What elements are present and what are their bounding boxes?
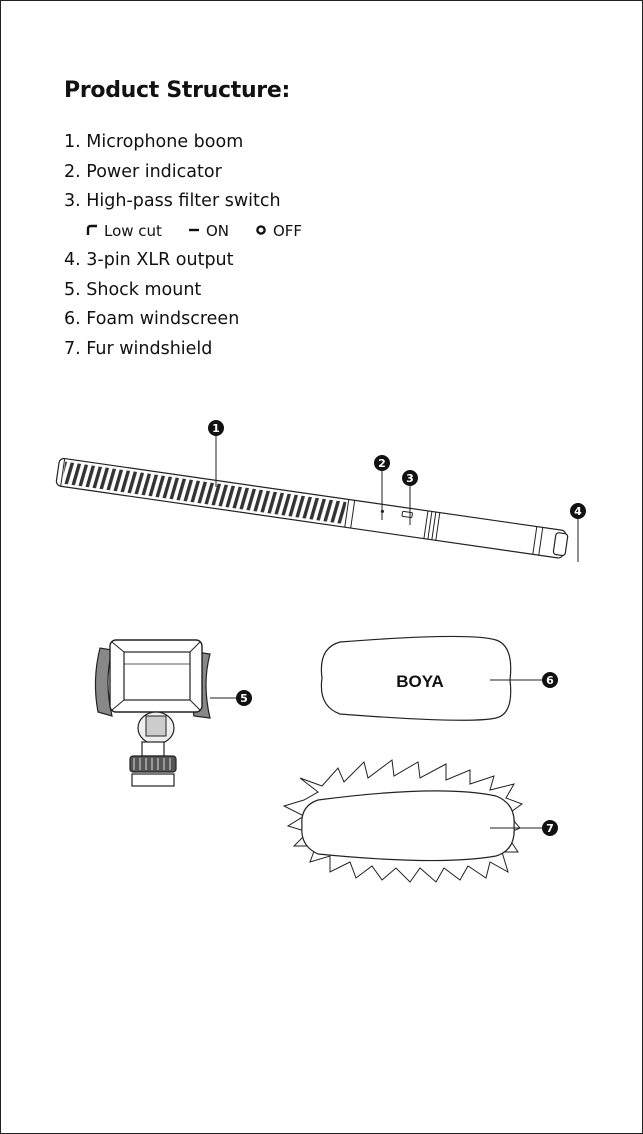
callout-1: 1	[208, 420, 224, 487]
callout-6-number: 6	[546, 674, 554, 687]
callout-5-number: 5	[240, 692, 248, 705]
shock-mount-illustration	[95, 640, 210, 786]
callout-1-number: 1	[212, 422, 220, 435]
microphone-illustration	[56, 458, 569, 559]
brand-logo: BOYA	[396, 672, 444, 691]
callout-2-number: 2	[378, 457, 386, 470]
callout-3-number: 3	[406, 472, 414, 485]
fur-windshield-illustration	[284, 760, 522, 882]
foam-windscreen-illustration: BOYA	[321, 636, 510, 720]
callout-4: 4	[570, 503, 586, 562]
callout-5: 5	[210, 690, 252, 706]
xlr-connector	[553, 532, 568, 555]
callout-7-number: 7	[546, 822, 554, 835]
filter-switch	[402, 511, 413, 517]
callout-4-number: 4	[574, 505, 582, 518]
